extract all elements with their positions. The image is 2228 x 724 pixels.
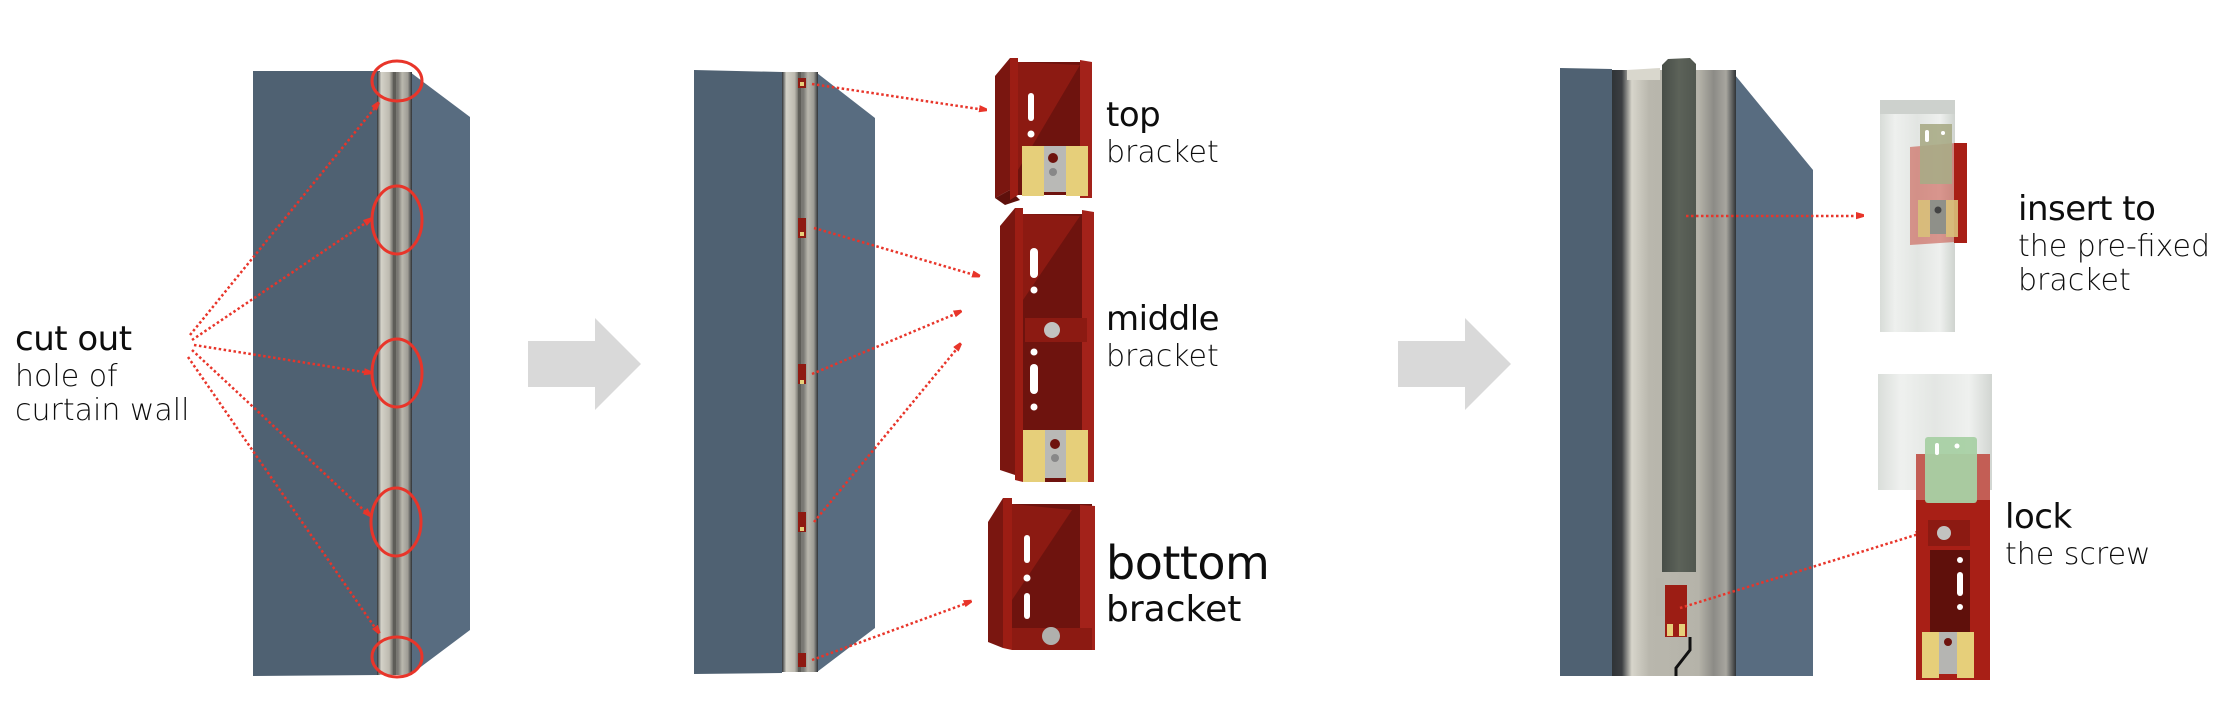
top-bracket-image xyxy=(995,58,1092,205)
leader-line xyxy=(813,345,960,523)
step-1-title: cut out xyxy=(15,319,132,359)
hole-circle xyxy=(370,635,424,679)
flow-arrow-2 xyxy=(1398,318,1511,410)
leader-line xyxy=(811,82,985,110)
wall-left-panel xyxy=(694,70,782,674)
step-3-leader-lines xyxy=(1679,216,1922,610)
leader-line xyxy=(811,312,960,376)
cut-out-callouts xyxy=(369,59,424,679)
step-3-curtain-wall xyxy=(1560,58,1813,676)
step-1-subtitle-line-1: hole of xyxy=(15,359,118,394)
middle-bracket-title: middle xyxy=(1106,299,1220,339)
step-1-subtitle-line-2: curtain wall xyxy=(15,393,190,428)
insert-detail-image xyxy=(1880,100,1967,332)
step-1-label: cut out hole of curtain wall xyxy=(15,322,189,426)
insert-title: insert to xyxy=(2018,189,2156,229)
lock-title: lock xyxy=(2005,497,2072,537)
leader-line xyxy=(191,349,369,515)
bottom-bracket-image xyxy=(988,498,1095,650)
mini-bracket xyxy=(798,512,806,532)
bottom-bracket-title: bottom xyxy=(1106,536,1270,590)
bracket-leader-lines xyxy=(811,82,985,662)
leader-line xyxy=(186,356,378,632)
top-bracket-label: top bracket xyxy=(1106,98,1219,168)
step-2-curtain-wall xyxy=(694,70,875,674)
middle-bracket-subtitle: bracket xyxy=(1106,339,1219,374)
insert-label: insert to the pre-fixed bracket xyxy=(2018,192,2210,296)
mini-bracket xyxy=(798,218,806,238)
lock-detail-image xyxy=(1878,374,1992,680)
bottom-bracket-label: bottom bracket xyxy=(1106,536,1270,630)
leader-line xyxy=(813,226,978,276)
leader-line xyxy=(811,602,970,662)
wall-right-panel xyxy=(1735,75,1813,676)
insert-subtitle-line-1: the pre-fixed xyxy=(2018,229,2210,264)
wall-left-panel xyxy=(1560,68,1612,676)
mini-bracket xyxy=(798,364,806,384)
lock-label: lock the screw xyxy=(2005,500,2151,570)
middle-bracket-image xyxy=(1000,208,1094,482)
wall-left-panel xyxy=(253,71,380,676)
step-1-curtain-wall xyxy=(253,71,470,676)
leader-line xyxy=(191,220,370,342)
lock-subtitle: the screw xyxy=(2005,537,2151,572)
bottom-bracket-subtitle: bracket xyxy=(1106,589,1242,630)
hole-circle xyxy=(370,59,424,103)
wall-right-panel xyxy=(410,72,470,675)
leader-line xyxy=(1679,533,1922,610)
wall-right-panel xyxy=(817,73,875,672)
middle-bracket-label: middle bracket xyxy=(1106,299,1220,374)
cut-out-leader-lines xyxy=(186,104,378,632)
top-bracket-subtitle: bracket xyxy=(1106,135,1219,170)
hole-circle xyxy=(369,486,423,558)
mini-bracket xyxy=(798,653,806,667)
flow-arrow-1 xyxy=(528,318,641,410)
insert-subtitle-line-2: bracket xyxy=(2018,263,2131,298)
mullion-cover xyxy=(1662,58,1696,572)
top-bracket-title: top xyxy=(1106,95,1161,135)
